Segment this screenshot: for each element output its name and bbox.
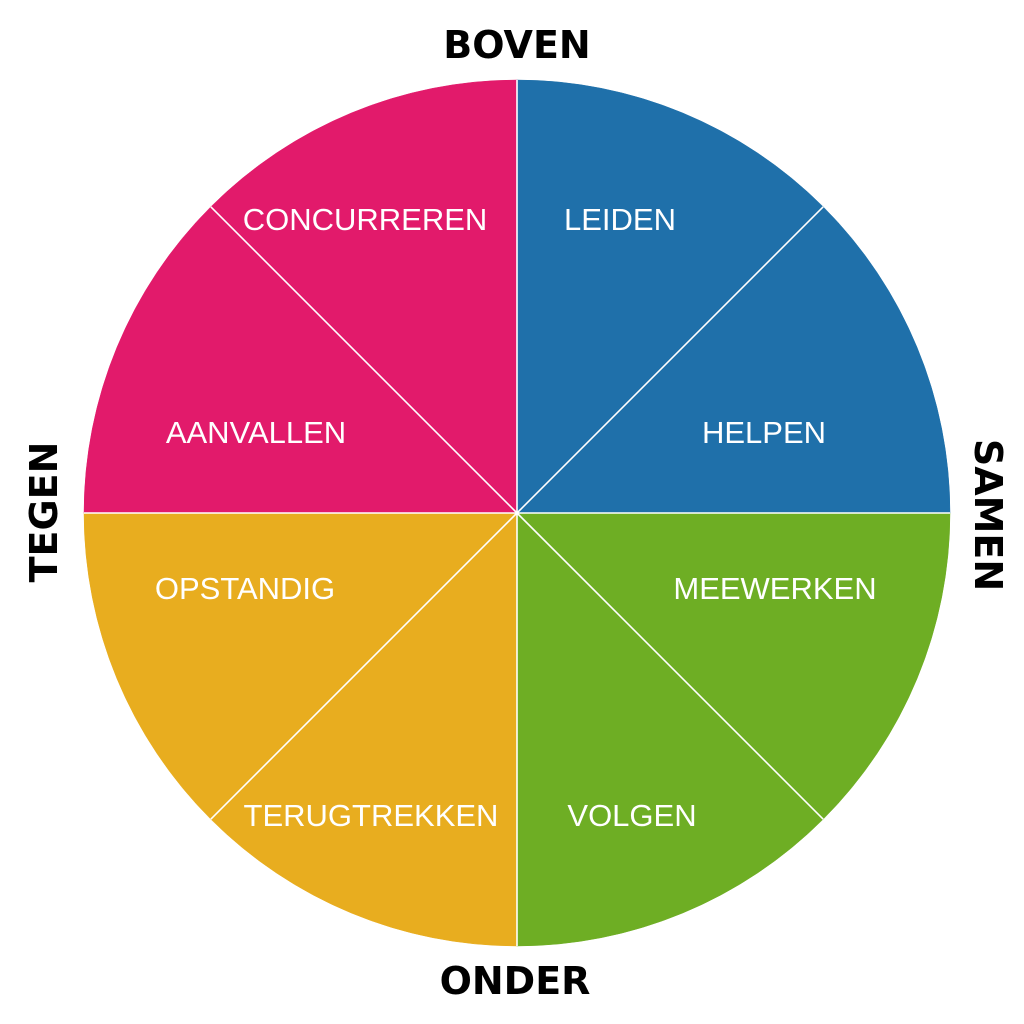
segment-label-concurreren: CONCURREREN bbox=[243, 202, 488, 237]
segment-concurreren bbox=[210, 79, 518, 514]
divider-line bbox=[516, 206, 824, 514]
segment-meewerken bbox=[516, 512, 951, 820]
segment-volgen bbox=[516, 512, 824, 947]
segment-helpen bbox=[516, 206, 951, 514]
segment-label-leiden: LEIDEN bbox=[564, 202, 676, 237]
segment-leiden bbox=[516, 79, 824, 514]
segment-terugtrekken bbox=[210, 512, 518, 947]
axis-label-samen: SAMEN bbox=[966, 438, 1010, 592]
segment-label-volgen: VOLGEN bbox=[567, 798, 696, 833]
segment-label-aanvallen: AANVALLEN bbox=[166, 415, 346, 450]
segment-label-meewerken: MEEWERKEN bbox=[673, 571, 876, 606]
segment-opstandig bbox=[83, 512, 518, 820]
axis-label-onder: ONDER bbox=[439, 959, 591, 1003]
axis-label-boven: BOVEN bbox=[443, 23, 591, 67]
segment-aanvallen bbox=[83, 206, 518, 514]
wheel-labels: LEIDEN HELPEN MEEWERKEN VOLGEN TERUGTREK… bbox=[155, 202, 877, 833]
segment-label-opstandig: OPSTANDIG bbox=[155, 571, 335, 606]
segment-label-helpen: HELPEN bbox=[702, 415, 826, 450]
segment-label-terugtrekken: TERUGTREKKEN bbox=[244, 798, 499, 833]
wheel-dividers bbox=[84, 80, 950, 946]
divider-line bbox=[210, 206, 518, 514]
divider-line bbox=[516, 512, 824, 820]
divider-line bbox=[210, 512, 518, 820]
axis-label-tegen: TEGEN bbox=[22, 441, 66, 583]
wheel-segments bbox=[83, 79, 951, 947]
